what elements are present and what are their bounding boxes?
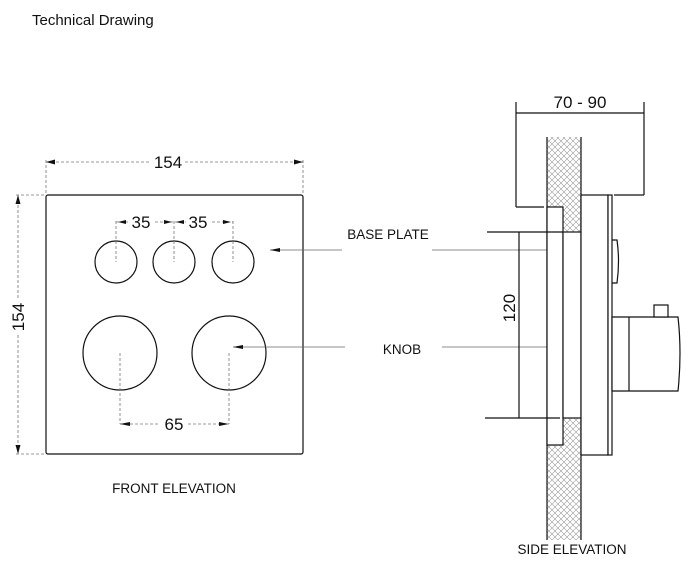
front-elevation-caption: FRONT ELEVATION [112,481,236,496]
front-plate [45,194,304,455]
arrow-icon [176,220,184,224]
spacing-label-2: 35 [189,213,208,232]
front-elevation: 154 154 35 35 65 [9,153,304,496]
knob-label: KNOB [383,342,421,357]
base-plate [580,194,609,456]
base-plate-label: BASE PLATE [347,227,429,242]
valve-body [562,231,582,419]
spacing-label-1: 35 [132,213,151,232]
height-dimension-label: 154 [9,303,28,331]
arrow-icon [223,220,231,224]
arrow-icon [294,159,303,165]
height-120-label: 120 [500,294,519,322]
arrow-icon [233,345,243,349]
side-elevation-caption: SIDE ELEVATION [517,542,626,557]
arrow-icon [46,159,55,165]
small-knob-side [612,239,620,284]
side-elevation: 70 - 90 120 SIDE ELEVATION [485,93,681,557]
arrow-icon [15,445,21,454]
arrow-icon [120,422,130,426]
arrow-icon [15,195,21,204]
arrow-icon [118,220,126,224]
knob-cap [653,304,669,318]
arrow-icon [164,220,172,224]
depth-dimension-label: 70 - 90 [554,93,607,112]
arrow-icon [219,422,229,426]
mounting-box [546,206,564,446]
drawing-title: Technical Drawing [32,12,154,29]
width-dimension-label: 154 [154,153,182,172]
callouts: BASE PLATE KNOB [233,227,652,357]
large-spacing-label: 65 [165,415,184,434]
arrow-icon [270,248,280,252]
knob-side [611,316,681,392]
